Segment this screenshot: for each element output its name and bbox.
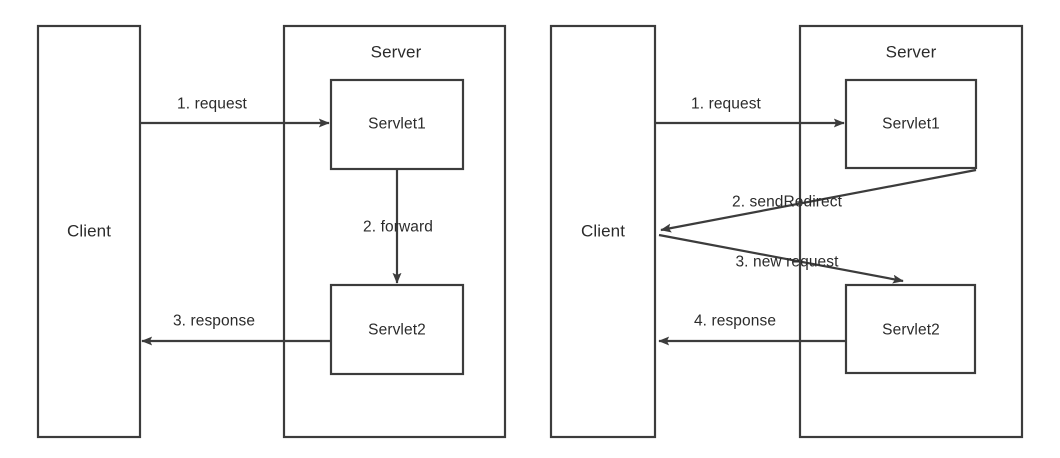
left-servlet2-box bbox=[329, 283, 465, 376]
right-arrow-label-response: 4. response bbox=[693, 312, 777, 330]
right-arrow-label-request: 1. request bbox=[691, 95, 761, 113]
left-servlet1-box bbox=[329, 78, 465, 171]
left-arrow-label-forward: 2. forward bbox=[363, 218, 433, 236]
right-arrow-sendredirect-line bbox=[660, 168, 977, 233]
right-arrow-label-newrequest: 3. new request bbox=[735, 253, 839, 271]
left-server-label: Server bbox=[370, 42, 422, 62]
left-servlet1-label: Servlet1 bbox=[368, 115, 426, 133]
right-arrow-newrequest-line bbox=[658, 233, 904, 284]
right-servlet2-box bbox=[844, 283, 977, 375]
right-server-label: Server bbox=[885, 42, 937, 62]
left-arrow-label-response: 3. response bbox=[172, 312, 256, 330]
left-servlet2-label: Servlet2 bbox=[368, 321, 426, 339]
right-servlet2-label: Servlet2 bbox=[882, 321, 940, 339]
right-client-box bbox=[549, 24, 657, 439]
right-servlet1-label: Servlet1 bbox=[882, 115, 940, 133]
right-arrow-label-sendredirect: 2. sendRedirect bbox=[731, 193, 843, 211]
right-client-label: Client bbox=[580, 221, 626, 241]
left-client-box bbox=[36, 24, 142, 439]
left-client-label: Client bbox=[66, 221, 112, 241]
left-arrow-label-request: 1. request bbox=[177, 95, 247, 113]
right-servlet1-box bbox=[844, 78, 978, 170]
